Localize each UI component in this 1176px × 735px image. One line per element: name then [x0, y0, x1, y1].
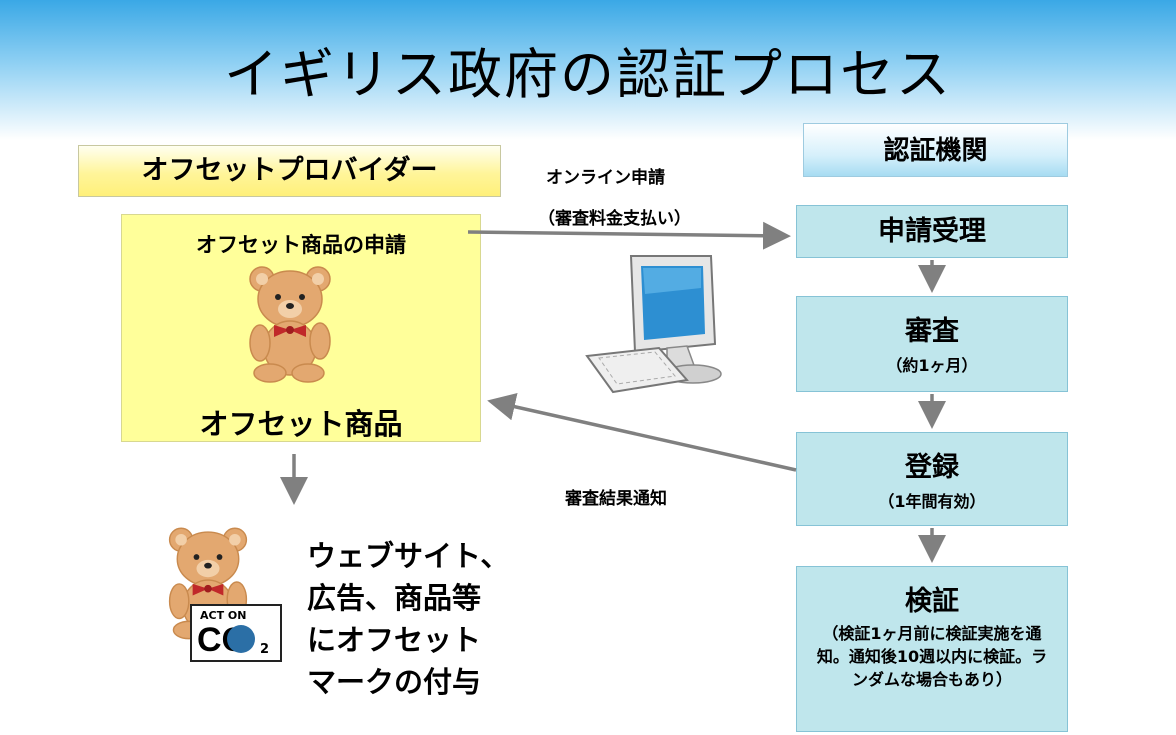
offset-mark-description: ウェブサイト、 広告、商品等 にオフセット マークの付与 [307, 535, 537, 703]
step-note: （検証1ヶ月前に検証実施を通知。通知後10週以内に検証。ランダムな場合もあり） [816, 624, 1048, 689]
offset-product-label: オフセット商品 [199, 407, 403, 441]
step-title: 検証 [905, 586, 959, 617]
page-title: イギリス政府の認証プロセス [224, 43, 952, 106]
provider-header: オフセットプロバイダー [78, 145, 501, 197]
description-line: 広告、商品等 [307, 581, 482, 615]
step-registration: 登録 （1年間有効） [796, 432, 1068, 526]
certifier-header: 認証機関 [803, 123, 1068, 177]
description-line: ウェブサイト、 [307, 539, 510, 573]
online-application-label: オンライン申請 [546, 168, 665, 188]
title-banner [0, 0, 1176, 140]
footprint-icon [227, 625, 255, 653]
description-line: マークの付与 [307, 665, 482, 699]
step-note: （約1ヶ月） [886, 356, 978, 375]
step-title: 申請受理 [878, 216, 986, 247]
result-arrow [487, 392, 797, 472]
description-line: にオフセット [307, 623, 482, 657]
act-on-co2-badge: ACT ON CO 2 [190, 604, 282, 662]
step-application-received: 申請受理 [796, 205, 1068, 258]
fee-payment-label: （審査料金支払い） [538, 209, 691, 229]
badge-top-text: ACT ON [200, 609, 247, 622]
teddy-bear-icon [249, 266, 331, 383]
step-title: 審査 [905, 316, 959, 347]
step-note: （1年間有効） [878, 492, 986, 511]
step-review: 審査 （約1ヶ月） [796, 296, 1068, 392]
computer-icon [585, 255, 722, 394]
result-notice-label: 審査結果通知 [565, 489, 667, 509]
provider-panel: オフセット商品の申請 オフセット商品 [121, 214, 481, 442]
product-application-label: オフセット商品の申請 [196, 233, 406, 257]
step-verification: 検証 （検証1ヶ月前に検証実施を通知。通知後10週以内に検証。ランダムな場合もあ… [796, 566, 1068, 732]
submit-arrow [467, 221, 791, 250]
step-title: 登録 [905, 452, 959, 483]
badge-subscript: 2 [260, 642, 270, 657]
